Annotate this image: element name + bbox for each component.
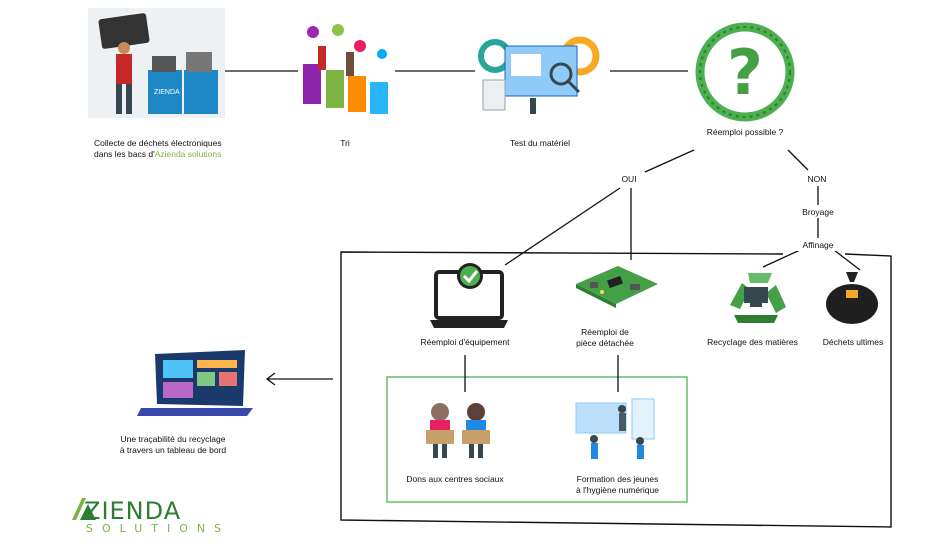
dashboard-laptop-icon [135, 350, 255, 420]
dons-label: Dons aux centres sociaux [406, 474, 504, 484]
collecte-label: Collecte de déchets électroniques dans l… [94, 138, 222, 159]
tri-label: Tri [340, 138, 350, 148]
garbage-bag-icon [822, 268, 882, 326]
laptop-check-icon [430, 262, 510, 332]
testing-gears-illustration [475, 36, 610, 116]
recycle-computer-icon [720, 265, 792, 327]
oui-label: OUI [621, 174, 637, 184]
brand-name: Azienda solutions [154, 149, 222, 159]
children-donation-illustration [418, 400, 498, 462]
non-label: NON [807, 174, 827, 184]
logo-sub-text: SOLUTIONS [86, 522, 231, 535]
sorting-people-illustration [298, 24, 395, 116]
azienda-logo-icon [72, 496, 96, 522]
dechets-ultimes-label: Déchets ultimes [822, 337, 884, 347]
bin-label: ZIENDA [154, 89, 180, 96]
question-mark-icon: ? [695, 22, 795, 122]
recyclage-label: Recyclage des matières [707, 337, 798, 347]
reemploi-possible-label: Réemploi possible ? [706, 127, 784, 137]
svg-text:?: ? [727, 36, 763, 109]
reemploi-equipement-label: Réemploi d'équipement [420, 337, 510, 347]
logo-main-text: ZIENDA [84, 497, 182, 525]
affinage-label: Affinage [790, 240, 846, 251]
circuit-board-icon [572, 262, 660, 310]
test-label: Test du matériel [510, 138, 570, 148]
training-presentation-illustration [570, 395, 660, 463]
collect-bins-illustration: ZIENDA [88, 8, 225, 118]
broyage-label: Broyage [802, 207, 834, 217]
